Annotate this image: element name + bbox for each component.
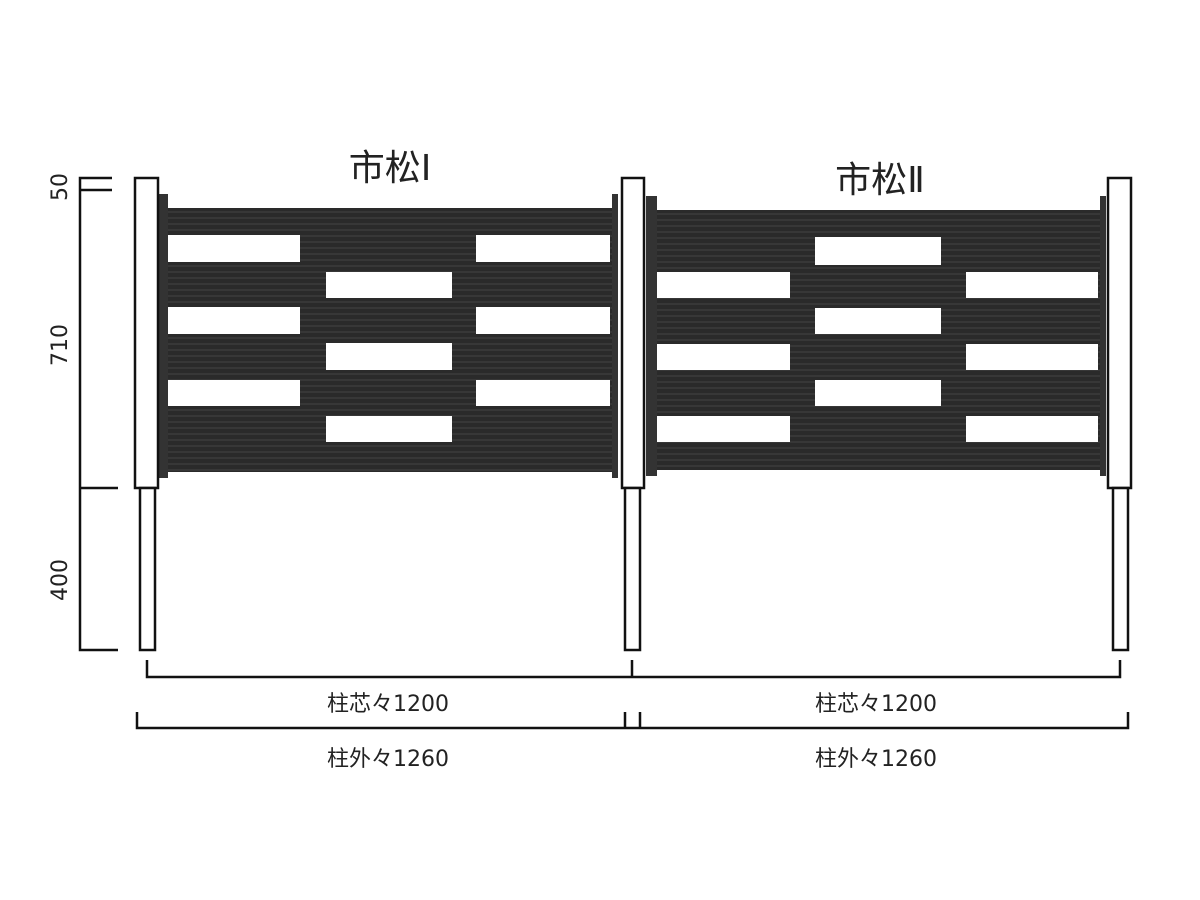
panel2-title: 市松Ⅱ — [835, 160, 925, 201]
panel1-frame — [157, 194, 168, 478]
panel1-frame-right — [612, 194, 618, 478]
panel2-frame — [646, 196, 657, 476]
panel1-opening — [326, 272, 452, 298]
post-right-lower — [1111, 486, 1130, 652]
center-distance-right: 柱芯々1200 — [815, 692, 937, 717]
panel2-opening — [966, 272, 1098, 298]
outer-distance-right: 柱外々1260 — [815, 747, 937, 772]
post-middle-upper — [620, 176, 646, 490]
panel1-opening — [476, 380, 610, 406]
panel2-opening — [966, 416, 1098, 442]
panel1-opening — [168, 307, 300, 334]
panel2-opening — [815, 380, 941, 406]
dim-bottom-label: 400 — [48, 559, 73, 601]
post-left-upper — [133, 176, 160, 490]
panel2-opening — [815, 237, 941, 265]
panel1-opening — [476, 307, 610, 334]
center-distance-left: 柱芯々1200 — [327, 692, 449, 717]
posts — [133, 176, 1133, 652]
post-left-lower — [138, 486, 157, 652]
outer-distance-left: 柱外々1260 — [327, 747, 449, 772]
panel1-title: 市松Ⅰ — [349, 148, 432, 189]
dim-top-label: 50 — [48, 173, 73, 201]
panel2-opening — [815, 308, 941, 334]
dim-middle-label: 710 — [48, 324, 73, 366]
panel2-opening — [657, 272, 790, 298]
panel2-opening — [966, 344, 1098, 370]
panel1-opening — [168, 235, 300, 262]
post-middle-lower — [623, 486, 642, 652]
dimension-lines — [78, 176, 1130, 730]
panel1-opening — [476, 235, 610, 262]
fence-panels — [157, 194, 1106, 478]
post-right-upper — [1106, 176, 1133, 490]
panel1-opening — [326, 343, 452, 370]
panel2-frame-right — [1100, 196, 1106, 476]
panel1-opening — [168, 380, 300, 406]
panel2-opening — [657, 344, 790, 370]
panel2-opening — [657, 416, 790, 442]
panel1-opening — [326, 416, 452, 442]
